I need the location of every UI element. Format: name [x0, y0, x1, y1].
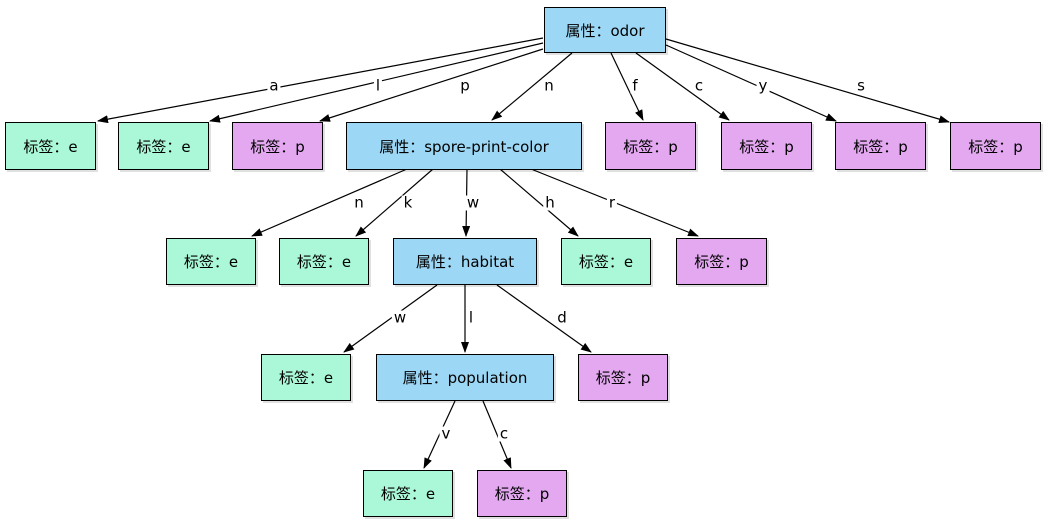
node-label-e-odor-l: 标签：e: [118, 122, 209, 170]
node-label-e-spore-k: 标签：e: [279, 238, 369, 285]
node-label-p-odor-f: 标签：p: [605, 122, 696, 170]
node-label-p-odor-p: 标签：p: [232, 122, 323, 170]
node-label-e-spore-h: 标签：e: [561, 238, 651, 285]
edge-label-habitat-l: l: [466, 308, 476, 327]
node-label-e-spore-n: 标签：e: [166, 238, 256, 285]
node-attribute-population: 属性：population: [376, 354, 554, 401]
node-label-e-population-v: 标签：e: [363, 470, 453, 517]
node-label-p-odor-y: 标签：p: [835, 122, 926, 170]
edge-label-population-v: v: [439, 424, 453, 443]
edge-label-odor-l: l: [373, 76, 383, 95]
edge-label-odor-y: y: [756, 76, 770, 95]
edge-label-spore-k: k: [401, 193, 415, 212]
edge-label-habitat-w: w: [391, 308, 409, 327]
edge-label-odor-n: n: [542, 76, 556, 95]
node-label-p-population-c: 标签：p: [477, 470, 567, 517]
edge-label-spore-n: n: [352, 193, 366, 212]
edge-label-spore-r: r: [606, 193, 618, 212]
edge-label-population-c: c: [497, 424, 511, 443]
edge-label-spore-w: w: [464, 193, 482, 212]
node-attribute-odor: 属性：odor: [544, 7, 666, 53]
node-attribute-habitat: 属性：habitat: [393, 238, 537, 285]
edge-label-odor-p: p: [458, 76, 472, 95]
node-label-e-odor-a: 标签：e: [5, 122, 96, 170]
node-label-p-odor-s: 标签：p: [950, 122, 1041, 170]
edge-label-spore-h: h: [543, 193, 557, 212]
edge-label-habitat-d: d: [555, 308, 569, 327]
node-label-p-spore-r: 标签：p: [676, 238, 767, 285]
edge-label-odor-s: s: [855, 76, 867, 95]
node-attribute-spore-print-color: 属性：spore-print-color: [346, 122, 582, 170]
node-label-e-habitat-w: 标签：e: [261, 354, 351, 401]
node-label-p-odor-c: 标签：p: [721, 122, 812, 170]
edge-label-odor-c: c: [692, 76, 706, 95]
node-label-p-habitat-d: 标签：p: [578, 354, 668, 401]
edge-label-odor-a: a: [267, 76, 281, 95]
edge-label-odor-f: f: [630, 76, 640, 95]
